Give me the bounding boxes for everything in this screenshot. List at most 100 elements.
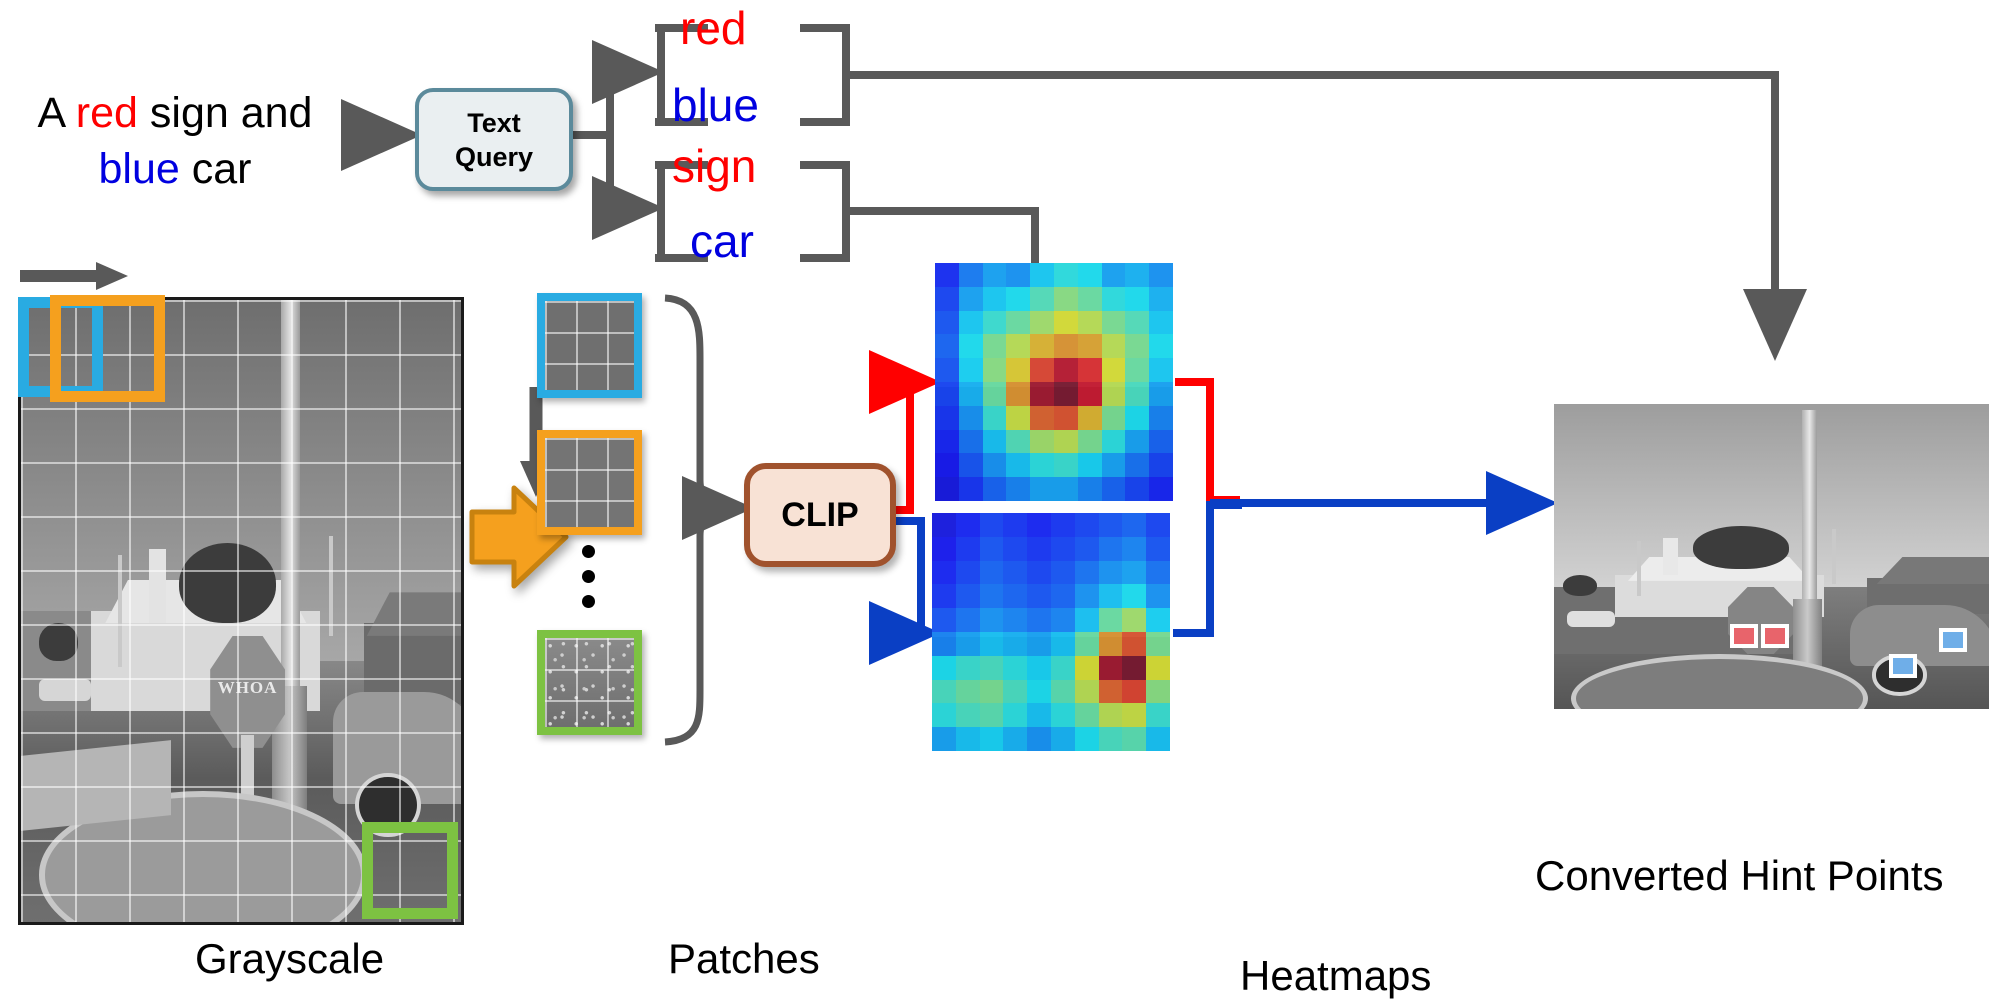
heatmap-cell bbox=[982, 358, 1007, 382]
scene-tree bbox=[179, 542, 277, 624]
heatmap-cell bbox=[1101, 405, 1126, 430]
heatmap-cell bbox=[935, 453, 959, 478]
selection-box-orange[interactable] bbox=[50, 295, 165, 402]
scene-streetlight-right bbox=[329, 536, 334, 636]
heatmap-cell bbox=[1098, 727, 1123, 751]
heatmap-cell bbox=[1125, 286, 1150, 311]
heatmap-cell bbox=[982, 334, 1007, 359]
heatmap-cell bbox=[935, 477, 959, 501]
heatmap-cell bbox=[1125, 405, 1150, 430]
patch-green[interactable] bbox=[537, 630, 642, 735]
heatmap-cell bbox=[1122, 655, 1147, 680]
heatmap-cell bbox=[1027, 727, 1051, 751]
clip-model-node[interactable]: CLIP bbox=[744, 463, 896, 567]
arrow-clip-to-heatmap-blue bbox=[869, 517, 941, 665]
heatmap-cell bbox=[935, 405, 959, 430]
hint-scene-chimney bbox=[1662, 538, 1678, 575]
hint-scene-far-car bbox=[1567, 611, 1615, 627]
heatmap-cell bbox=[958, 263, 983, 287]
selection-box-green[interactable] bbox=[362, 822, 458, 919]
heatmap-cell bbox=[1003, 632, 1028, 656]
hint-point-red-1[interactable] bbox=[1730, 623, 1759, 648]
heatmap-cell bbox=[1074, 560, 1099, 585]
heatmap-sign bbox=[935, 263, 1173, 501]
scene-tree-small-left bbox=[38, 623, 79, 661]
heatmap-cell bbox=[1146, 655, 1170, 680]
query-line-2: blue car bbox=[98, 145, 252, 193]
heatmap-cell bbox=[979, 679, 1004, 704]
heatmap-cell bbox=[1101, 310, 1126, 335]
hint-point-red-2[interactable] bbox=[1760, 623, 1789, 648]
heatmap-cell bbox=[1125, 429, 1150, 454]
heatmap-cell bbox=[1003, 679, 1028, 704]
caption-heatmaps: Heatmaps bbox=[1240, 952, 1432, 999]
heatmap-cell bbox=[1125, 358, 1150, 382]
scene-big-pole bbox=[280, 300, 300, 711]
heatmap-cell bbox=[1077, 382, 1102, 406]
arrow-heatmap-blue-to-hint bbox=[1173, 501, 1242, 637]
heatmap-cell bbox=[932, 536, 956, 561]
arrow-clip-to-heatmap-red bbox=[869, 350, 941, 514]
line-textquery-split bbox=[569, 72, 614, 139]
heatmap-cell bbox=[979, 703, 1004, 728]
hint-point-blue-2[interactable] bbox=[1938, 628, 1967, 653]
query-line-1: A red sign and bbox=[37, 89, 313, 137]
heatmap-cell bbox=[1149, 263, 1173, 287]
heatmap-cell bbox=[1027, 655, 1051, 680]
heatmap-cell bbox=[1030, 334, 1054, 359]
heatmap-cell bbox=[1122, 584, 1147, 609]
heatmap-cell bbox=[932, 727, 956, 751]
heatmap-cell bbox=[1030, 453, 1054, 478]
heatmap-cell bbox=[1074, 703, 1099, 728]
heatmap-cell bbox=[1054, 334, 1078, 359]
patch-blue[interactable] bbox=[537, 293, 642, 398]
hint-point-blue-1[interactable] bbox=[1888, 654, 1917, 679]
heatmap-cell bbox=[1054, 405, 1078, 430]
heatmap-cell bbox=[1051, 727, 1075, 751]
patch-blue-gridlines bbox=[545, 301, 634, 390]
heatmap-cell bbox=[1074, 608, 1099, 632]
heatmap-cell bbox=[955, 679, 980, 704]
heatmap-cell bbox=[1051, 703, 1075, 728]
extract-patches-arrow bbox=[469, 485, 569, 589]
heatmap-cell bbox=[1149, 334, 1173, 359]
heatmap-cell bbox=[932, 584, 956, 609]
heatmap-cell bbox=[955, 632, 980, 656]
heatmap-cell bbox=[1054, 429, 1078, 454]
heatmap-cell bbox=[1003, 727, 1028, 751]
heatmap-cell bbox=[958, 477, 983, 501]
scene-chimney bbox=[148, 548, 167, 624]
heatmap-cell bbox=[1027, 513, 1051, 537]
heatmap-cell bbox=[982, 382, 1007, 406]
bracket-objects-right bbox=[800, 161, 850, 262]
text-query-node[interactable]: Text Query bbox=[415, 88, 573, 191]
line-colors-to-hintimage bbox=[846, 71, 1807, 361]
scene-far-car bbox=[38, 679, 92, 702]
heatmap-cell bbox=[1125, 263, 1150, 287]
heatmap-cell bbox=[1006, 429, 1031, 454]
heatmap-cell bbox=[955, 703, 980, 728]
heatmap-cell bbox=[1006, 334, 1031, 359]
text-query-line-1: Text bbox=[467, 107, 521, 138]
heatmap-cell bbox=[1077, 429, 1102, 454]
heatmap-cell bbox=[1125, 334, 1150, 359]
bracket-objects-left bbox=[655, 161, 665, 262]
heatmap-cell bbox=[1027, 632, 1051, 656]
clip-label: CLIP bbox=[781, 495, 859, 534]
text-query-line-2: Query bbox=[454, 141, 534, 172]
heatmap-cell bbox=[1122, 560, 1147, 585]
heatmap-cell bbox=[1006, 310, 1031, 335]
heatmap-cell bbox=[1027, 703, 1051, 728]
heatmap-cell bbox=[1098, 584, 1123, 609]
heatmap-cell bbox=[932, 560, 956, 585]
heatmap-cell bbox=[1051, 584, 1075, 609]
hint-scene-tree-left bbox=[1562, 574, 1598, 597]
heatmap-cell bbox=[958, 334, 983, 359]
heatmap-cell bbox=[1074, 513, 1099, 537]
heatmap-cell bbox=[979, 560, 1004, 585]
hint-scene-streetlight-right bbox=[1832, 529, 1837, 584]
heatmap-cell bbox=[1006, 453, 1031, 478]
heatmap-cell bbox=[1006, 358, 1031, 382]
patch-orange[interactable] bbox=[537, 430, 642, 535]
